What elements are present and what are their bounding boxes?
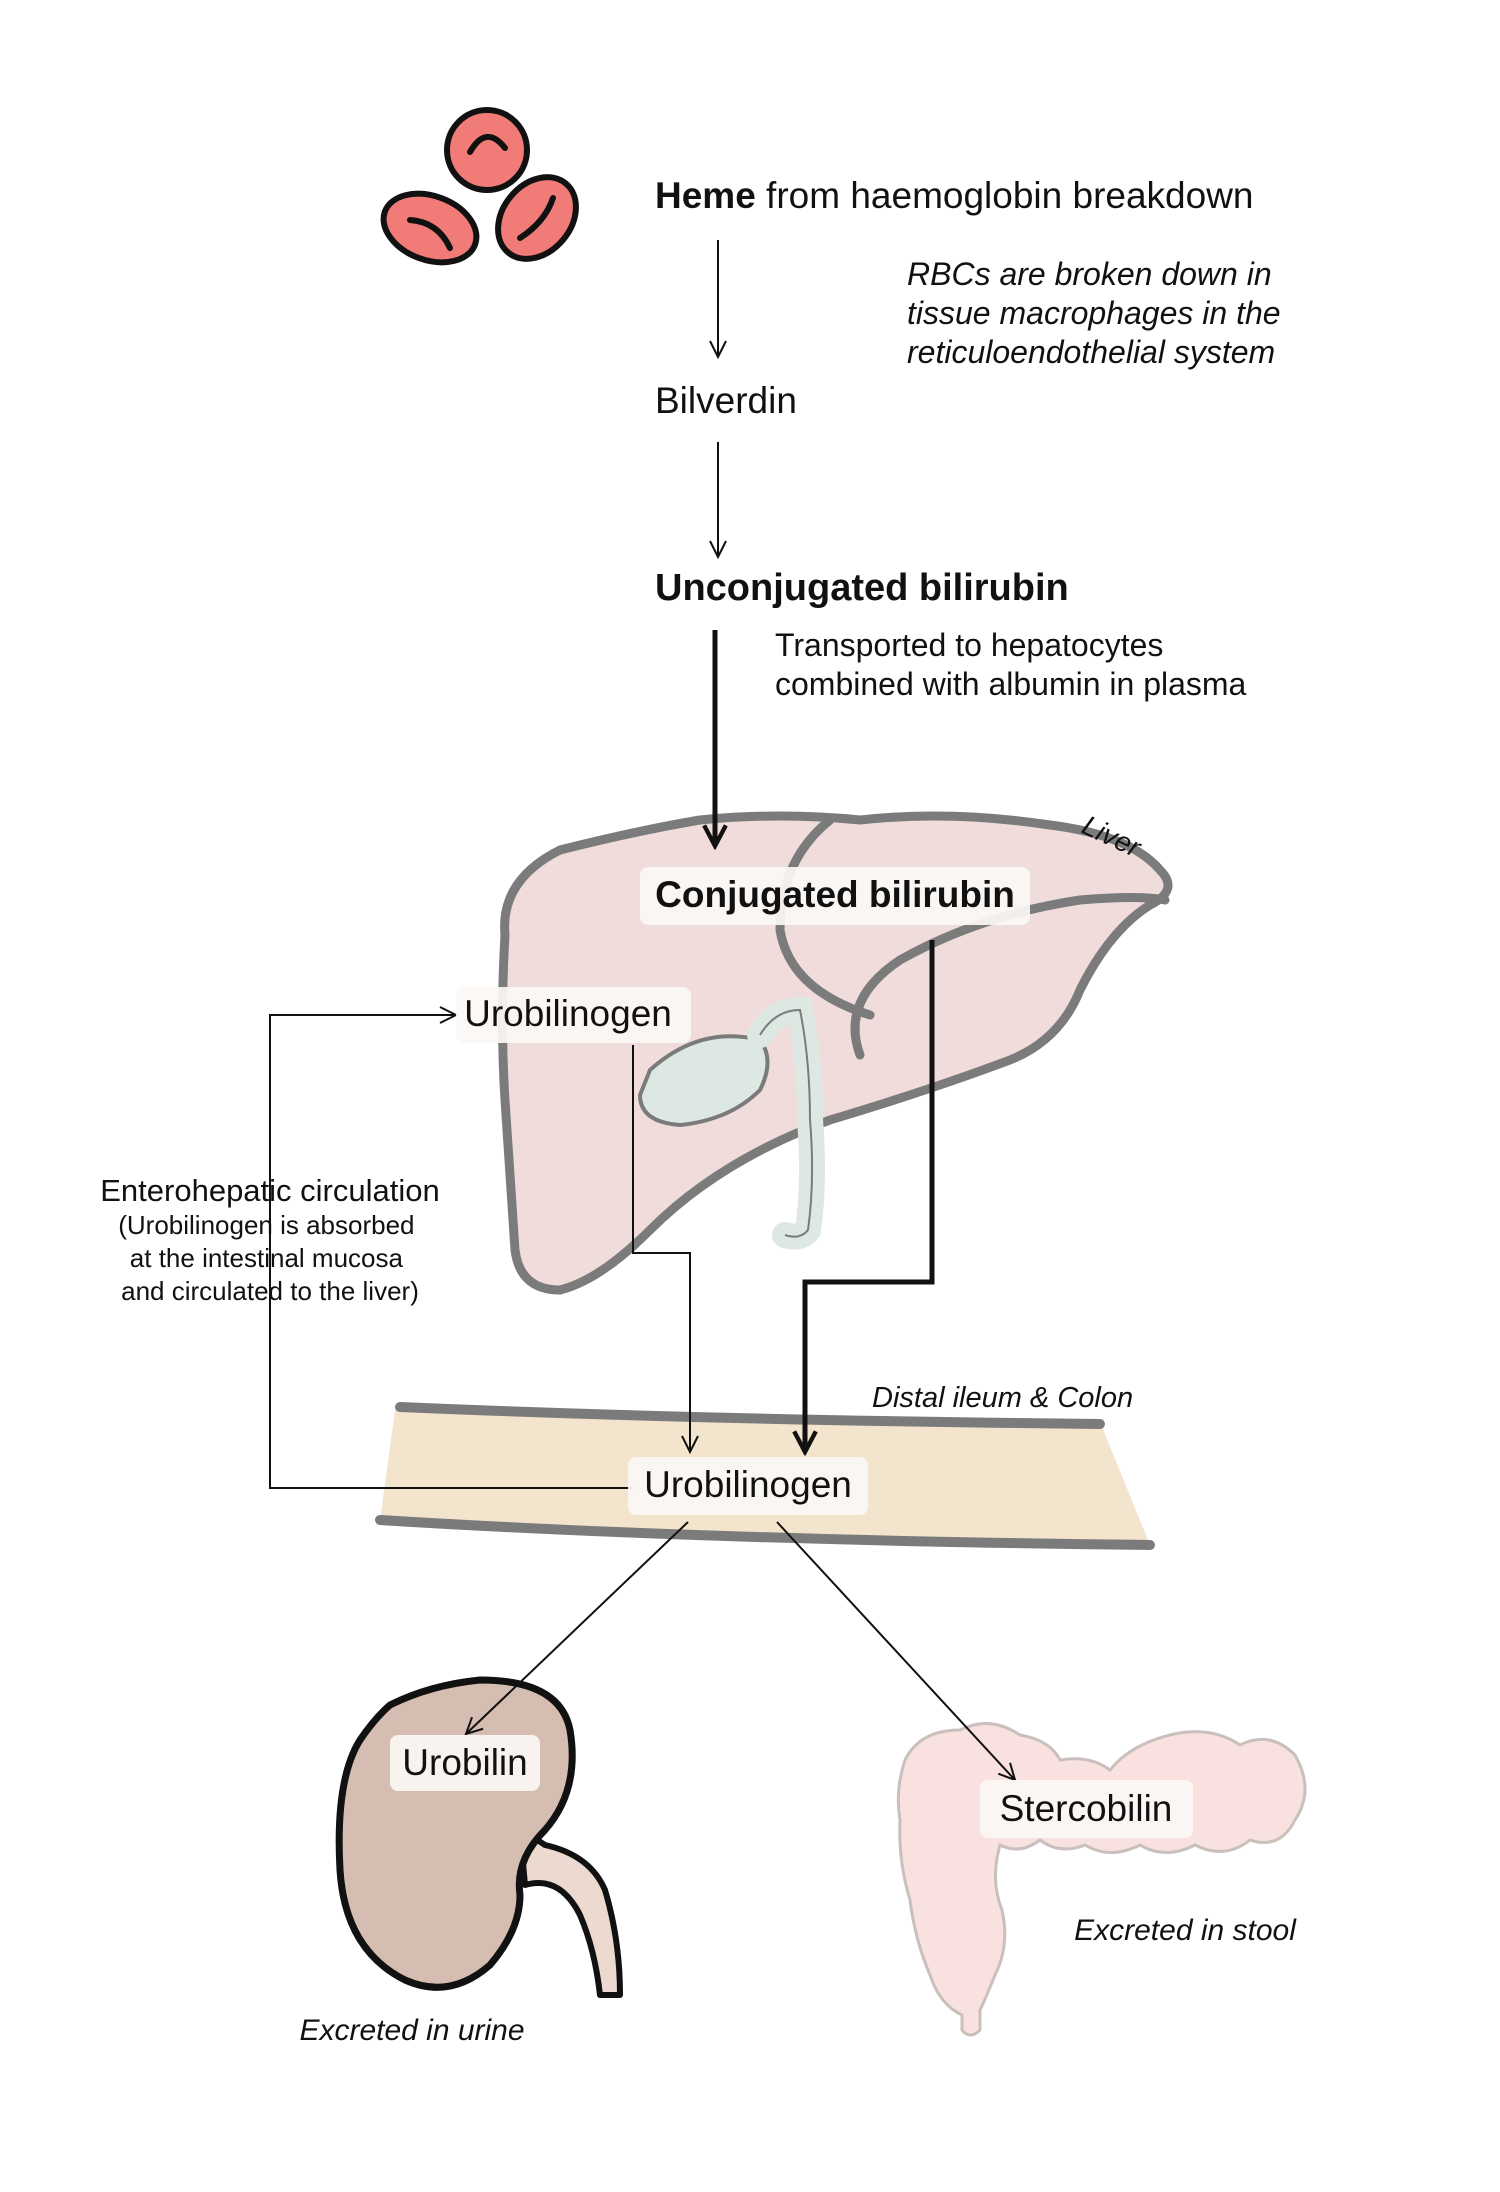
arrow-liver-urobilinogen-to-intestine bbox=[632, 1045, 690, 1452]
urobilinogen-gut-label-bg bbox=[628, 1457, 868, 1515]
liver-illustration bbox=[498, 811, 1173, 1295]
arrow-enterohepatic-circulation bbox=[269, 1015, 633, 1489]
stool-note: Excreted in stool bbox=[1074, 1914, 1297, 1947]
rbc-breakdown-note: RBCs are broken down in tissue macrophag… bbox=[907, 256, 1289, 370]
colon-illustration bbox=[896, 1722, 1307, 2037]
urine-note: Excreted in urine bbox=[299, 2014, 524, 2047]
urobilin-label: Urobilin bbox=[402, 1742, 527, 1783]
unconjugated-bilirubin-label: Unconjugated bilirubin bbox=[655, 567, 1069, 609]
enterohepatic-title: Enterohepatic circulation bbox=[100, 1173, 439, 1208]
flow-arrows bbox=[269, 240, 1015, 1780]
urobilin-label-bg bbox=[390, 1735, 540, 1791]
kidney-illustration bbox=[335, 1676, 623, 1998]
urobilinogen-gut-label: Urobilinogen bbox=[644, 1464, 852, 1505]
stercobilin-label: Stercobilin bbox=[1000, 1788, 1173, 1829]
heme-label: Heme from haemoglobin breakdown bbox=[655, 175, 1254, 216]
conjugated-label-bg bbox=[640, 867, 1030, 925]
urobilinogen-liver-label: Urobilinogen bbox=[464, 993, 672, 1034]
arrow-urobilinogen-to-stercobilin bbox=[776, 1521, 1015, 1780]
urobilinogen-liver-label-bg bbox=[456, 987, 691, 1043]
transport-note: Transported to hepatocytes combined with… bbox=[775, 627, 1247, 702]
enterohepatic-description: (Urobilinogen is absorbed at the intesti… bbox=[118, 1210, 422, 1306]
arrow-conjugated-to-intestine bbox=[805, 940, 935, 1452]
arrow-urobilinogen-to-urobilin bbox=[466, 1521, 689, 1734]
stercobilin-label-bg bbox=[980, 1780, 1193, 1838]
conjugated-bilirubin-label: Conjugated bilirubin bbox=[655, 874, 1015, 915]
red-blood-cells-icon bbox=[380, 107, 579, 266]
intestine-label: Distal ileum & Colon bbox=[872, 1382, 1133, 1414]
biliverdin-label: Bilverdin bbox=[655, 380, 797, 421]
